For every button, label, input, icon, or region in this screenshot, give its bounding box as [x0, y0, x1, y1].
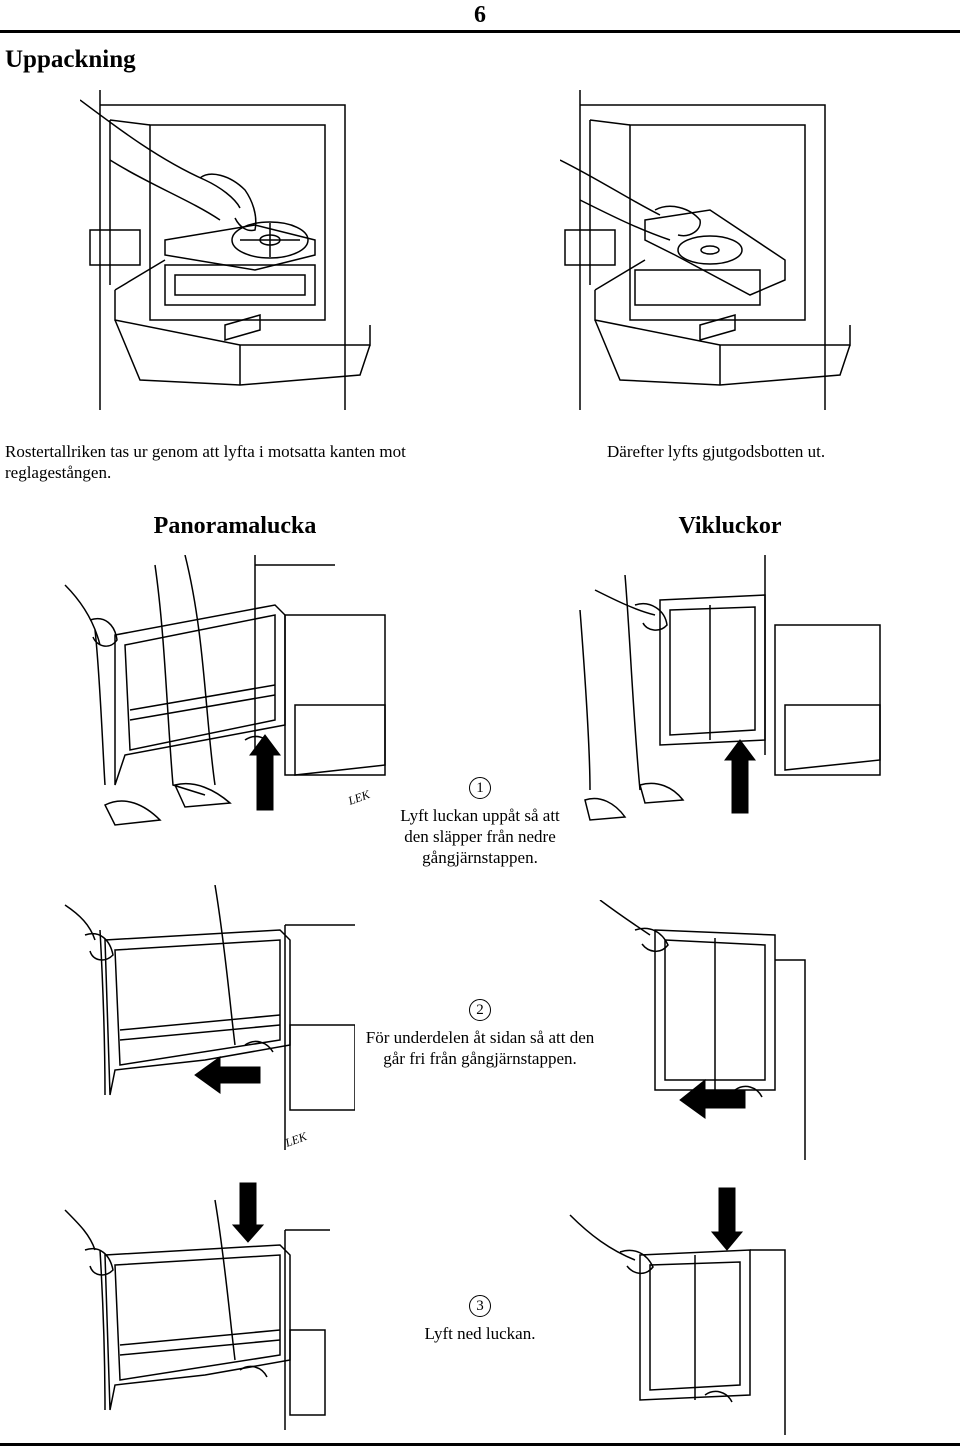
step-1-text-line-1: Lyft luckan uppåt så att — [400, 806, 560, 825]
step-1-text-line-3: gångjärnstappen. — [422, 848, 538, 867]
caption-left: Rostertallriken tas ur genom att lyfta i… — [5, 442, 406, 482]
step-2-text-line-2: går fri från gångjärnstappen. — [383, 1049, 577, 1068]
subhead-panoramalucka: Panoramalucka — [153, 513, 317, 539]
page-number: 6 — [474, 2, 486, 28]
illustration-fold-step-2 — [590, 900, 810, 1165]
caption-right: Därefter lyfts gjutgodsbotten ut. — [607, 442, 826, 461]
brand-mark-lek: LEK — [345, 787, 372, 808]
footer-rule — [0, 1443, 960, 1446]
illustration-grate-removal — [80, 90, 380, 415]
illustration-panorama-step-1: LEK — [55, 555, 400, 845]
step-3: 3 Lyft ned luckan. — [380, 1294, 580, 1344]
illustration-fold-step-3 — [565, 1180, 795, 1440]
step-1-number: 1 — [469, 777, 491, 799]
step-2-text-line-1: För underdelen åt sidan så att den — [365, 1028, 595, 1047]
illustration-bottom-removal — [560, 90, 860, 415]
brand-mark-lek-2: LEK — [282, 1129, 309, 1150]
step-1: 1 Lyft luckan uppåt så att den släpper f… — [380, 776, 580, 868]
illustration-panorama-step-2: LEK — [55, 885, 355, 1150]
step-3-text-line-1: Lyft ned luckan. — [424, 1324, 536, 1343]
step-2: 2 För underdelen åt sidan så att den går… — [330, 998, 630, 1069]
step-3-number: 3 — [469, 1295, 491, 1317]
header-rule — [0, 30, 960, 33]
illustration-panorama-step-3 — [55, 1180, 330, 1435]
step-2-number: 2 — [469, 999, 491, 1021]
step-1-text-line-2: den släpper från nedre — [404, 827, 556, 846]
section-title: Uppackning — [5, 46, 136, 73]
subhead-vikluckor: Vikluckor — [678, 513, 782, 539]
illustration-fold-step-1 — [565, 555, 885, 845]
